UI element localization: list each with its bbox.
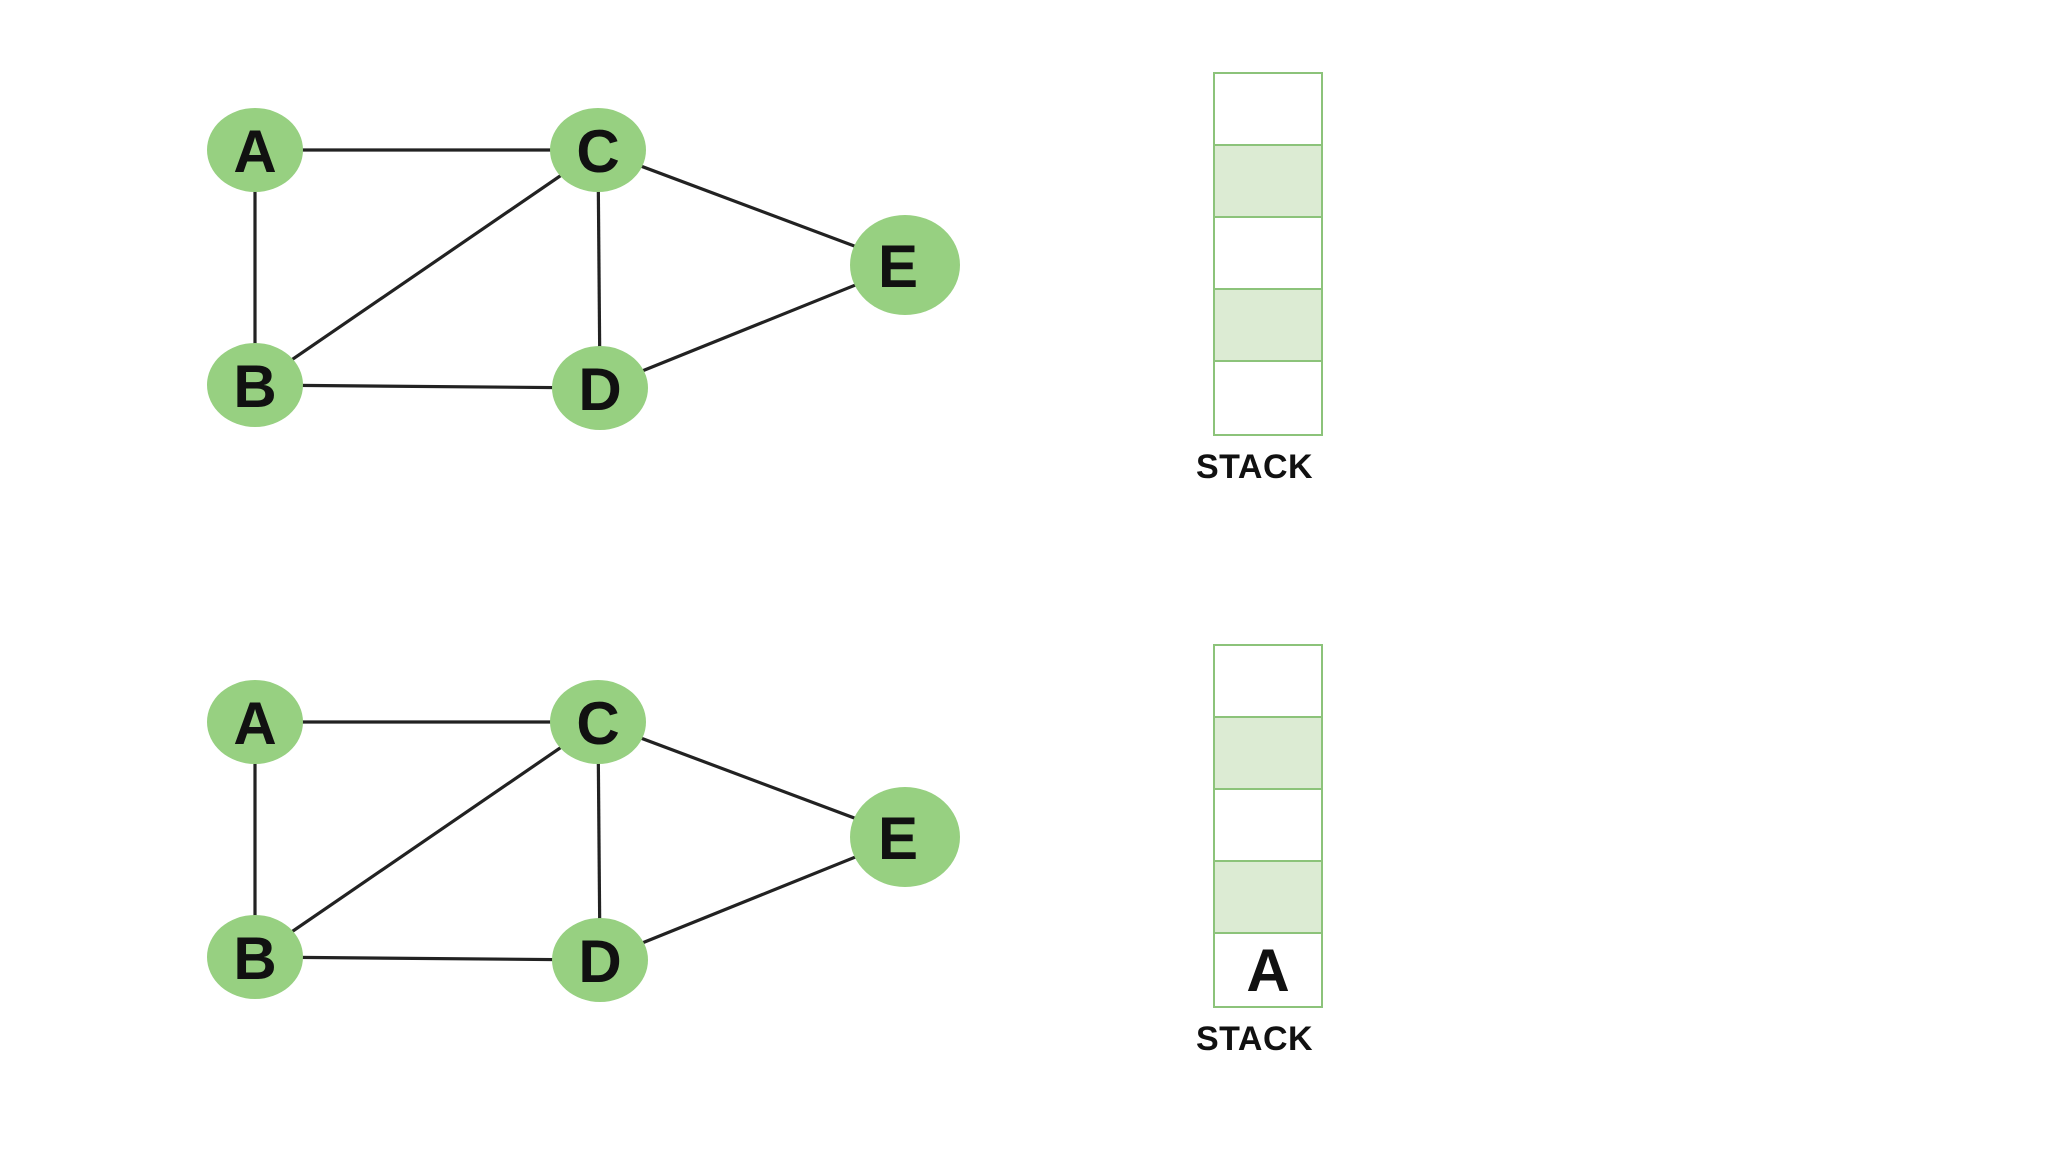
edge-b-c [254, 720, 599, 959]
node-label: C [576, 118, 619, 185]
edge-b-d [254, 383, 601, 390]
edge-d-e [599, 263, 906, 390]
edge-b-c [254, 148, 599, 387]
graph-node-b: B [207, 915, 303, 999]
graph-node-a: A [207, 108, 303, 192]
stack [1213, 72, 1323, 436]
node-label: E [878, 233, 918, 300]
stack-cell [1215, 74, 1321, 146]
stack-cell [1215, 718, 1321, 790]
edge-c-e [597, 148, 906, 267]
node-label: B [233, 925, 276, 992]
graph-node-e: E [850, 215, 960, 315]
graph-node-d: D [552, 918, 648, 1002]
graph-node-b: B [207, 343, 303, 427]
graph-diagram: A B C D E [207, 108, 960, 430]
stack-caption: STACK [1196, 448, 1314, 486]
stack-cell [1215, 862, 1321, 934]
graph-diagram: A B C D E [207, 680, 960, 1002]
stack-cell [1215, 646, 1321, 718]
stack-cell [1215, 218, 1321, 290]
node-label: C [576, 690, 619, 757]
edge-c-e [597, 720, 906, 839]
graph-node-d: D [552, 346, 648, 430]
node-label: B [233, 353, 276, 420]
node-label: D [578, 928, 621, 995]
node-label: A [233, 690, 276, 757]
stack: A [1213, 644, 1323, 1008]
node-label: D [578, 356, 621, 423]
edge-b-d [254, 955, 601, 962]
node-label: E [878, 805, 918, 872]
dfs-step-panel-1: A B C D E STACK [207, 72, 1323, 486]
stack-caption: STACK [1196, 1020, 1314, 1058]
dfs-step-panel-2: A B C D E A STACK [0, 572, 2048, 1148]
edge-d-e [599, 835, 906, 962]
stack-cell [1215, 790, 1321, 862]
graph-node-a: A [207, 680, 303, 764]
graph-node-c: C [550, 108, 646, 192]
node-label: A [233, 118, 276, 185]
stack-cell [1215, 362, 1321, 434]
stack-cell [1215, 290, 1321, 362]
graph-node-c: C [550, 680, 646, 764]
stack-cell: A [1215, 934, 1321, 1006]
stack-cell [1215, 146, 1321, 218]
graph-node-e: E [850, 787, 960, 887]
